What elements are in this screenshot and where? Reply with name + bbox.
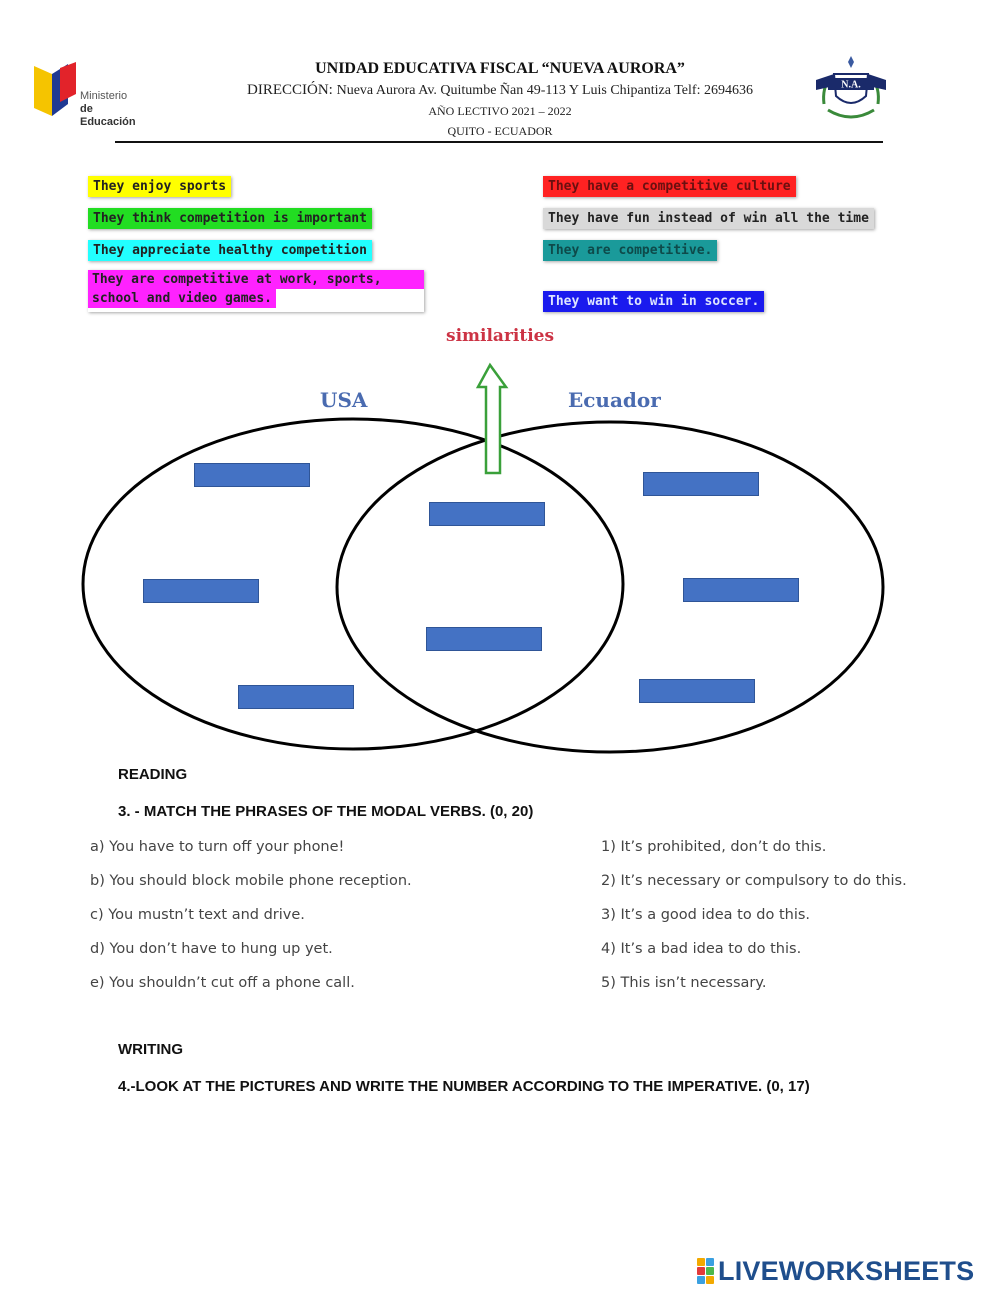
drop-box-ecuador-1[interactable] [643, 472, 759, 496]
ecuador-label: Ecuador [568, 388, 661, 412]
phrase-chip-are-competitive[interactable]: They are competitive. [543, 240, 718, 261]
writing-instruction: 4.-LOOK AT THE PICTURES AND WRITE THE NU… [118, 1078, 810, 1095]
phrase-text: They want to win in soccer. [548, 294, 760, 309]
phrase-text: They have fun instead of win all the tim… [548, 211, 869, 226]
phrase-chip-healthy-competition[interactable]: They appreciate healthy competition [88, 240, 372, 261]
match-left-d[interactable]: d) You don’t have to hung up yet. [90, 941, 333, 957]
match-left-e[interactable]: e) You shouldn’t cut off a phone call. [90, 975, 355, 991]
phrase-chip-competition-important[interactable]: They think competition is important [88, 208, 372, 229]
usa-label: USA [320, 388, 368, 412]
drop-box-usa-2[interactable] [143, 579, 259, 603]
school-address: DIRECCIÓN: Nueva Aurora Av. Quitumbe Ñan… [0, 82, 1000, 99]
similarities-arrow-icon [475, 362, 509, 475]
ministry-text: Ministerio de Educación [80, 90, 140, 129]
school-year: AÑO LECTIVO 2021 – 2022 [428, 104, 572, 118]
ministry-emblem-icon [34, 62, 76, 116]
match-right-3[interactable]: 3) It’s a good idea to do this. [601, 907, 811, 923]
phrase-line1: They are competitive at work, sports, [88, 270, 424, 289]
school-crest: N.A. [814, 52, 888, 122]
venn-svg [81, 362, 885, 754]
match-right-1[interactable]: 1) It’s prohibited, don’t do this. [601, 839, 827, 855]
crest-icon: N.A. [816, 56, 886, 119]
phrase-text: They think competition is important [93, 211, 367, 226]
crest-initials: N.A. [841, 80, 861, 91]
match-left-a[interactable]: a) You have to turn off your phone! [90, 839, 345, 855]
liveworksheets-logo: LIVEWORKSHEETS [697, 1255, 975, 1286]
phrase-text: They are competitive. [548, 243, 713, 258]
drop-box-usa-3[interactable] [238, 685, 354, 709]
drop-box-similarity-2[interactable] [426, 627, 542, 651]
drop-box-similarity-1[interactable] [429, 502, 545, 526]
ministry-line2: de Educación [80, 103, 136, 128]
match-right-5[interactable]: 5) This isn’t necessary. [601, 975, 767, 991]
reading-instruction: 3. - MATCH THE PHRASES OF THE MODAL VERB… [118, 803, 534, 820]
match-left-b[interactable]: b) You should block mobile phone recepti… [90, 873, 412, 889]
drop-box-ecuador-2[interactable] [683, 578, 799, 602]
match-left-c[interactable]: c) You mustn’t text and drive. [90, 907, 305, 923]
writing-heading: WRITING [118, 1041, 183, 1058]
similarities-label: similarities [446, 326, 555, 346]
phrase-chip-win-soccer[interactable]: They want to win in soccer. [543, 291, 765, 312]
ministry-line1: Ministerio [80, 90, 128, 102]
phrase-chip-competitive-everywhere[interactable]: They are competitive at work, sports, sc… [88, 270, 424, 312]
phrase-text: They have a competitive culture [548, 179, 791, 194]
phrase-text: They appreciate healthy competition [93, 243, 367, 258]
phrase-chip-enjoy-sports[interactable]: They enjoy sports [88, 176, 232, 197]
venn-circle-usa [81, 417, 625, 751]
header-divider [115, 141, 883, 143]
phrase-chip-competitive-culture[interactable]: They have a competitive culture [543, 176, 796, 197]
venn-diagram: similarities USA Ecuador [80, 325, 900, 760]
match-right-2[interactable]: 2) It’s necessary or compulsory to do th… [601, 873, 907, 889]
address-text: Nueva Aurora Av. Quitumbe Ñan 49-113 Y L… [336, 83, 753, 98]
phrase-line2: school and video games. [88, 289, 277, 308]
phrase-chip-have-fun[interactable]: They have fun instead of win all the tim… [543, 208, 874, 229]
liveworksheets-brand: LIVEWORKSHEETS [718, 1255, 975, 1286]
liveworksheets-blocks-icon [697, 1258, 714, 1284]
reading-heading: READING [118, 766, 188, 783]
address-label: DIRECCIÓN: [247, 82, 333, 98]
school-name: UNIDAD EDUCATIVA FISCAL “NUEVA AURORA” [315, 60, 685, 77]
venn-circle-ecuador [335, 420, 885, 754]
drop-box-usa-1[interactable] [194, 463, 310, 487]
school-city: QUITO - ECUADOR [447, 124, 553, 138]
match-right-4[interactable]: 4) It’s a bad idea to do this. [601, 941, 802, 957]
phrase-text: They enjoy sports [93, 179, 227, 194]
ministry-logo: Ministerio de Educación [30, 60, 140, 129]
drop-box-ecuador-3[interactable] [639, 679, 755, 703]
